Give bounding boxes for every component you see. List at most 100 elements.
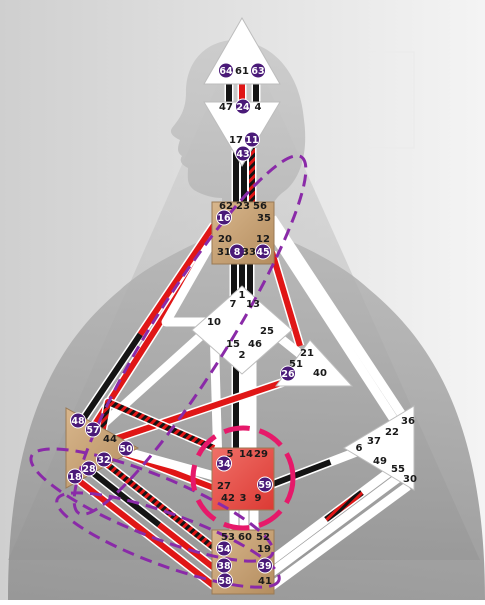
gate-label: 29 (254, 449, 268, 460)
gate-activation-marker (257, 476, 273, 493)
gate-label: 50 (119, 444, 133, 455)
channel-41-30 (269, 482, 411, 590)
gate-label: 20 (218, 234, 232, 245)
gate-57: 57 (85, 421, 101, 438)
gate-activation-marker (255, 243, 271, 260)
gate-label: 15 (226, 339, 240, 350)
gate-activation-marker (235, 98, 251, 115)
gate-activation-marker (280, 365, 296, 382)
gate-33: 33 (242, 247, 256, 258)
gate-41: 41 (258, 576, 272, 587)
channel-27-50-b (118, 445, 216, 481)
channel-39-55 (269, 474, 401, 576)
gate-19: 19 (257, 544, 271, 555)
gate-label: 23 (236, 201, 250, 212)
gate-activation-marker (250, 62, 266, 79)
gate-activation-marker (118, 440, 134, 457)
gate-label: 26 (281, 369, 295, 380)
gate-label: 2 (239, 350, 246, 361)
gate-label: 35 (257, 213, 271, 224)
gate-13: 13 (246, 299, 260, 310)
gate-61: 61 (235, 66, 249, 77)
gate-label: 31 (217, 247, 231, 258)
gate-label: 62 (219, 201, 233, 212)
gate-48: 48 (70, 412, 86, 429)
gate-40: 40 (313, 368, 327, 379)
gate-8: 8 (229, 243, 245, 260)
center-g (191, 285, 293, 375)
gate-label: 28 (82, 464, 96, 475)
gate-58: 58 (217, 572, 233, 589)
gate-label: 54 (217, 544, 231, 555)
gate-39: 39 (257, 557, 273, 574)
gate-label: 57 (86, 425, 99, 436)
gate-label: 7 (230, 299, 237, 310)
gate-label: 56 (253, 201, 267, 212)
gate-5: 5 (227, 449, 234, 460)
sacral-highlight-ring (190, 425, 296, 531)
dashed-ring-lower (29, 447, 275, 563)
gate-18: 18 (67, 468, 83, 485)
gate-51: 51 (289, 359, 303, 370)
gate-label: 24 (236, 102, 250, 113)
gate-label: 36 (401, 416, 415, 427)
gate-label: 47 (219, 102, 233, 113)
gate-10: 10 (207, 317, 221, 328)
gate-label: 61 (235, 66, 249, 77)
gate-activation-marker (81, 460, 97, 477)
gate-62: 62 (219, 201, 233, 212)
gate-15: 15 (226, 339, 240, 350)
gate-29: 29 (254, 449, 268, 460)
gate-label: 38 (217, 561, 231, 572)
gate-label: 51 (289, 359, 303, 370)
gate-activation-marker (244, 131, 260, 148)
gate-16: 16 (216, 209, 232, 226)
gate-50: 50 (118, 440, 134, 457)
gate-activation-marker (85, 421, 101, 438)
gate-label: 32 (97, 455, 110, 466)
gate-label: 9 (255, 493, 262, 504)
gate-52: 52 (256, 532, 270, 543)
channel-12-22 (268, 229, 406, 435)
channel-32-54 (101, 458, 217, 552)
gate-12: 12 (256, 234, 270, 245)
gate-53: 53 (221, 532, 235, 543)
gate-activation-marker (217, 572, 233, 589)
gate-17: 17 (229, 135, 243, 146)
gate-56: 56 (253, 201, 267, 212)
gate-label: 41 (258, 576, 272, 587)
gate-label: 48 (71, 416, 85, 427)
gate-38: 38 (216, 557, 232, 574)
gate-label: 42 (221, 493, 235, 504)
gate-label: 34 (217, 459, 231, 470)
gate-label: 33 (242, 247, 256, 258)
gate-activation-marker (67, 468, 83, 485)
gate-label: 46 (248, 339, 262, 350)
gate-label: 59 (258, 480, 271, 491)
gate-4: 4 (255, 102, 262, 113)
gate-60: 60 (238, 532, 252, 543)
gate-34: 34 (216, 455, 232, 472)
gate-37: 37 (367, 436, 381, 447)
channel-10-57 (88, 320, 218, 438)
dashed-ring-root (55, 491, 281, 589)
gate-35: 35 (257, 213, 271, 224)
gate-label: 13 (246, 299, 260, 310)
gate-label: 44 (103, 434, 117, 445)
gate-47: 47 (219, 102, 233, 113)
gate-26: 26 (280, 365, 296, 382)
gate-14: 14 (239, 449, 253, 460)
gate-6: 6 (356, 443, 363, 454)
gate-64: 64 (218, 62, 234, 79)
gate-25: 25 (260, 326, 274, 337)
gate-24: 24 (235, 98, 251, 115)
gate-activation-marker (216, 209, 232, 226)
gate-22: 22 (385, 427, 399, 438)
gate-label: 60 (238, 532, 252, 543)
gate-label: 3 (240, 493, 247, 504)
gate-30: 30 (403, 474, 417, 485)
gate-label: 37 (367, 436, 381, 447)
gate-activation-marker (229, 243, 245, 260)
gate-activation-marker (257, 557, 273, 574)
gate-activation-marker (216, 455, 232, 472)
